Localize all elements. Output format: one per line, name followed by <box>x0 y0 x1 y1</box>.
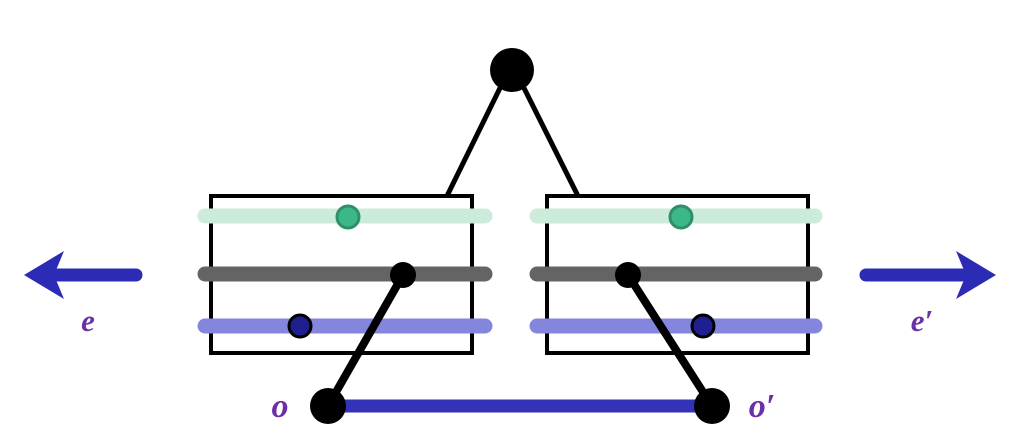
left-base-label: o <box>272 388 289 425</box>
left-interval-box[interactable] <box>197 194 493 408</box>
right-black-marker-dot[interactable] <box>615 262 641 288</box>
right-base-label: o′ <box>749 388 776 425</box>
right-base-node[interactable] <box>694 388 730 424</box>
edge-root-to-right-box <box>521 86 581 198</box>
left-arrow-head <box>24 251 64 299</box>
left-direction-arrow[interactable] <box>24 251 143 299</box>
right-green-marker-dot[interactable] <box>668 204 694 230</box>
edge-root-to-left-box <box>444 86 503 198</box>
left-arrow-label: e <box>81 303 95 338</box>
right-chord-line <box>624 272 716 409</box>
left-navy-marker-dot[interactable] <box>287 313 313 339</box>
left-chord-line <box>324 273 407 408</box>
left-green-marker-dot[interactable] <box>335 204 361 230</box>
right-direction-arrow[interactable] <box>859 251 996 299</box>
left-base-node[interactable] <box>310 388 346 424</box>
right-navy-marker-dot[interactable] <box>690 313 716 339</box>
root-node[interactable] <box>490 48 534 92</box>
right-arrow-head <box>956 251 996 299</box>
left-black-marker-dot[interactable] <box>390 262 416 288</box>
branch-edge-group <box>444 86 581 198</box>
right-arrow-label: e′ <box>911 303 933 338</box>
right-interval-box[interactable] <box>529 194 823 409</box>
